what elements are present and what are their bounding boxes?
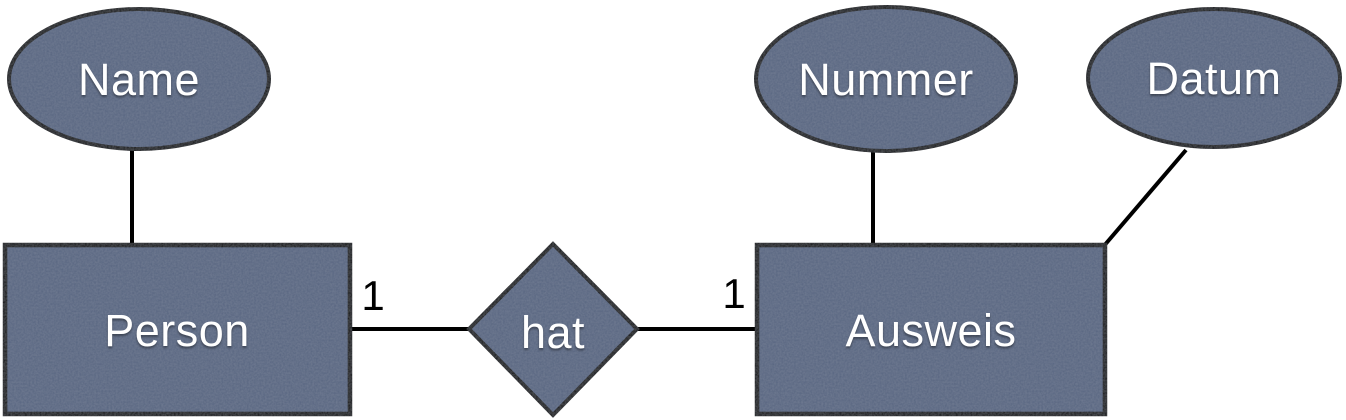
- attribute-ellipse-name: [7, 7, 271, 151]
- entity-label-ausweis: Ausweis: [845, 305, 1016, 356]
- cardinality-ausweis-side: 1: [722, 270, 745, 317]
- connector-datum-to-ausweis: [1101, 148, 1188, 249]
- attribute-ellipse-nummer: [754, 5, 1018, 153]
- cardinality-person-side: 1: [361, 272, 384, 319]
- relationship-diamond-hat: [466, 241, 640, 418]
- relationship-label-hat: hat: [521, 307, 585, 358]
- connectors: [130, 148, 1188, 331]
- attribute-label-name: Name: [78, 54, 200, 105]
- attribute-label-datum: Datum: [1146, 53, 1281, 104]
- attribute-ellipse-datum: [1086, 7, 1342, 149]
- shapes: [2, 5, 1342, 418]
- entity-rect-person: [2, 242, 353, 417]
- attribute-label-nummer: Nummer: [798, 54, 974, 105]
- entity-label-person: Person: [104, 305, 250, 356]
- entity-rect-ausweis: [754, 242, 1108, 417]
